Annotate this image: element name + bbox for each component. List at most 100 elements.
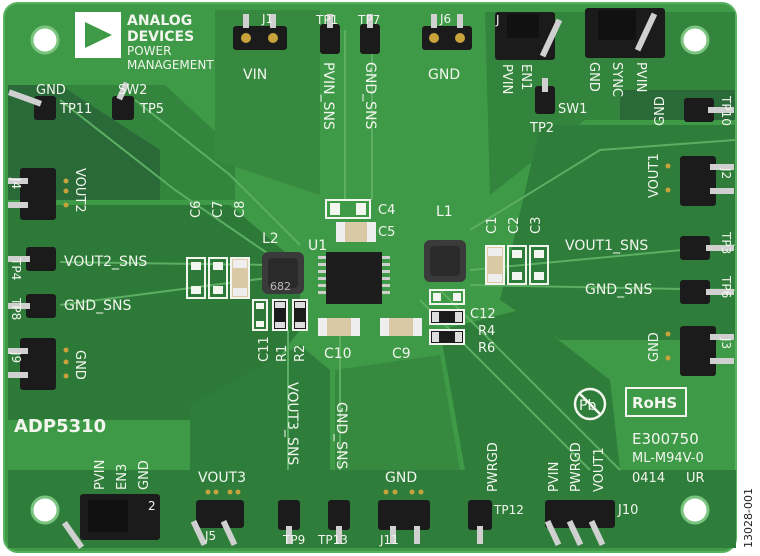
label-gnd-tp11: GND: [36, 83, 66, 98]
label-r6: R6: [478, 341, 495, 356]
label-c4: C4: [378, 203, 395, 218]
label-tp4: TP4: [9, 257, 23, 280]
rohs-badge: [625, 387, 687, 417]
resistor-r1: [272, 299, 288, 331]
header-j9[interactable]: [20, 338, 56, 390]
capacitor-c4: [325, 199, 371, 219]
label-vout2: VOUT2: [72, 168, 87, 213]
ic-u1: [318, 252, 390, 304]
label-gnd-sync: GND: [586, 62, 601, 92]
label-c10: C10: [324, 346, 352, 362]
mounting-holes: [30, 25, 710, 525]
label-pvin-bottom: PVIN: [93, 460, 108, 490]
logo-triangle-icon: [85, 22, 112, 48]
pcb-edge-highlight: [3, 2, 737, 553]
label-c9: C9: [392, 346, 411, 362]
testpoint-tp8[interactable]: [26, 294, 56, 318]
testpoint-tp2[interactable]: [535, 86, 555, 114]
label-c6: C6: [189, 201, 204, 218]
label-en3: EN3: [115, 464, 130, 490]
label-j3: J3: [719, 337, 733, 349]
label-en1: EN1: [518, 64, 533, 90]
label-j10: J10: [617, 503, 638, 518]
header-j3[interactable]: [680, 326, 716, 376]
testpoint-tp3[interactable]: [680, 236, 710, 260]
label-tp3: TP3: [719, 231, 733, 254]
testpoint-tp10[interactable]: [684, 98, 714, 122]
label-tp5: TP5: [139, 102, 164, 117]
copper-region-bottom-left: [190, 345, 330, 470]
dark-region-right: [620, 90, 735, 120]
label-gnd-sns-left: GND_SNS: [64, 298, 131, 314]
label-tp13: TP13: [317, 533, 348, 547]
testpoint-tp6[interactable]: [680, 280, 710, 304]
header-j1[interactable]: [233, 26, 287, 50]
ul-code: ML-M94V-0: [632, 451, 704, 466]
testpoint-tp12[interactable]: [468, 500, 492, 530]
label-tp2: TP2: [529, 121, 554, 136]
brand-line-3: POWER: [127, 44, 171, 58]
label-vout3-sns: VOUT3_SNS: [284, 382, 300, 465]
label-gnd-j3: GND: [647, 332, 662, 362]
label-tp12: TP12: [493, 503, 524, 517]
capacitor-c8: [230, 257, 250, 299]
header-j5[interactable]: [196, 500, 244, 528]
label-pwrgd-tp12: PWRGD: [486, 442, 501, 492]
brand-line-1: ANALOG: [127, 13, 192, 29]
resistor-r6: [429, 329, 465, 345]
label-vout3: VOUT3: [198, 470, 246, 486]
header-j6[interactable]: [422, 26, 472, 50]
capacitor-c5: [336, 222, 376, 242]
lead-free-icon: Pb: [573, 387, 607, 421]
ul-mark-icon: UR: [686, 471, 705, 486]
label-c1: C1: [485, 217, 500, 234]
label-vout2-sns: VOUT2_SNS: [64, 254, 147, 270]
testpoint-tp13[interactable]: [328, 500, 350, 530]
label-gnd-top: GND: [428, 67, 460, 83]
resistor-r2: [292, 299, 308, 331]
header-j11[interactable]: [378, 500, 430, 530]
copper-region-bottom-right: [440, 310, 620, 470]
label-tp8: TP8: [9, 297, 23, 320]
label-gnd-j11: GND: [385, 470, 417, 486]
label-sync: SYNC: [609, 62, 624, 97]
inductor-l1: [424, 240, 466, 282]
label-tp10: TP10: [719, 95, 733, 126]
serial-number: E300750: [632, 430, 699, 448]
header-j4[interactable]: [20, 168, 56, 220]
label-r1: R1: [275, 345, 290, 362]
testpoint-tp9[interactable]: [278, 500, 300, 530]
capacitor-c3: [529, 245, 549, 285]
label-pvin-sns: PVIN_SNS: [320, 62, 336, 130]
label-sw1: SW1: [558, 102, 587, 117]
resistor-r4: [429, 309, 465, 325]
capacitor-c7: [208, 257, 228, 299]
label-tp7: TP7: [357, 13, 380, 27]
testpoint-tp7[interactable]: [360, 24, 380, 54]
brand-line-4: MANAGEMENT: [127, 58, 214, 72]
testpoint-tp4[interactable]: [26, 247, 56, 271]
label-gnd-sns-top: GND_SNS: [362, 62, 378, 129]
label-c12: C12: [470, 307, 496, 322]
label-c11: C11: [257, 336, 272, 362]
label-c2: C2: [507, 217, 522, 234]
date-code: 0414: [632, 471, 665, 486]
label-j1: J1: [261, 12, 273, 26]
header-j2[interactable]: [680, 156, 716, 206]
brand-line-2: DEVICES: [127, 29, 194, 45]
label-l1: L1: [436, 204, 453, 220]
capacitor-c6: [186, 257, 206, 299]
label-gnd-bottom: GND: [137, 460, 152, 490]
testpoint-tp1[interactable]: [320, 24, 340, 54]
header-j10[interactable]: [545, 500, 615, 528]
label-gnd-left: GND: [72, 350, 87, 380]
label-j-bottom-num: 2: [148, 499, 156, 513]
l2-marking: 682: [270, 280, 291, 293]
label-vout1-right: VOUT1: [647, 153, 662, 198]
label-r4: R4: [478, 324, 495, 339]
testpoint-tp5[interactable]: [112, 96, 134, 120]
pb-symbol: Pb: [579, 398, 596, 414]
label-c3: C3: [529, 217, 544, 234]
label-vout1-sns: VOUT1_SNS: [565, 238, 648, 254]
